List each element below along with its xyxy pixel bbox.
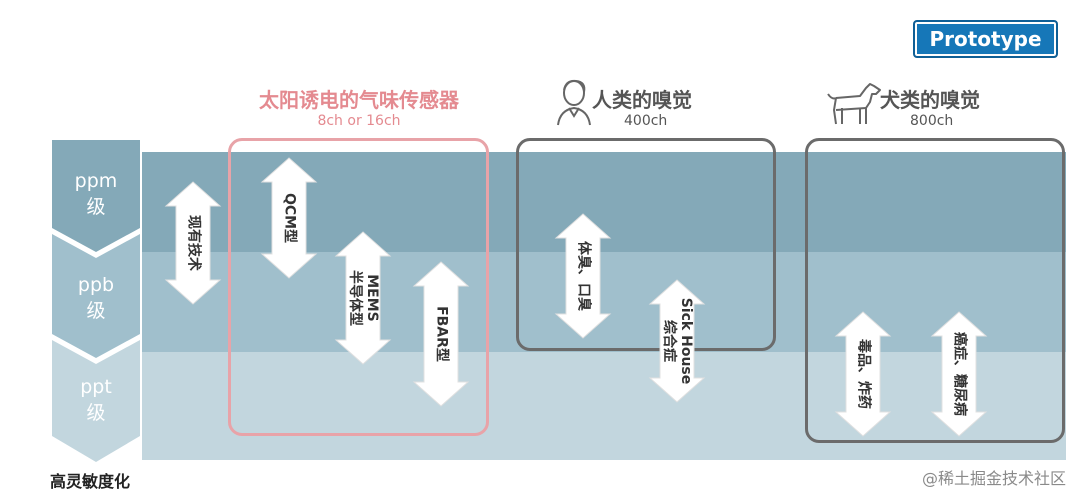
arrow-fbar: FBAR型 — [412, 261, 470, 407]
solar-subtitle: 8ch or 16ch — [317, 113, 401, 129]
dog-icon — [826, 80, 882, 130]
arrow-body-odor: 体臭、口臭 — [554, 213, 612, 339]
person-icon — [556, 78, 592, 130]
double-arrow-shape — [648, 279, 706, 403]
double-arrow-shape — [930, 311, 988, 437]
dog-frame — [805, 138, 1065, 443]
arrow-qcm: QCM型 — [260, 157, 318, 279]
arrow-disease: 癌症、糖尿病 — [930, 311, 988, 437]
dog-subtitle: 800ch — [910, 113, 954, 129]
arrow-existing-tech: 现有技术 — [164, 181, 222, 305]
solar-frame — [228, 138, 489, 436]
double-arrow-shape — [554, 213, 612, 339]
human-frame — [516, 138, 776, 351]
prototype-badge: Prototype — [913, 20, 1058, 58]
arrow-drugs: 毒品、炸药 — [834, 311, 892, 437]
double-arrow-shape — [164, 181, 222, 305]
watermark: @稀土掘金技术社区 — [921, 469, 1066, 488]
sensitivity-label: 高灵敏度化 — [50, 472, 131, 491]
double-arrow-shape — [412, 261, 470, 407]
double-arrow-shape — [334, 231, 392, 365]
human-subtitle: 400ch — [624, 113, 668, 129]
human-title: 人类的嗅觉 — [592, 88, 692, 112]
solar-header: 太阳诱电的气味传感器 8ch or 16ch — [244, 84, 474, 129]
human-header: 人类的嗅觉 400ch — [592, 84, 702, 129]
dog-title: 犬类的嗅觉 — [880, 88, 980, 112]
double-arrow-shape — [834, 311, 892, 437]
solar-title: 太阳诱电的气味传感器 — [259, 88, 459, 112]
dog-header: 犬类的嗅觉 800ch — [880, 84, 1000, 129]
double-arrow-shape — [260, 157, 318, 279]
